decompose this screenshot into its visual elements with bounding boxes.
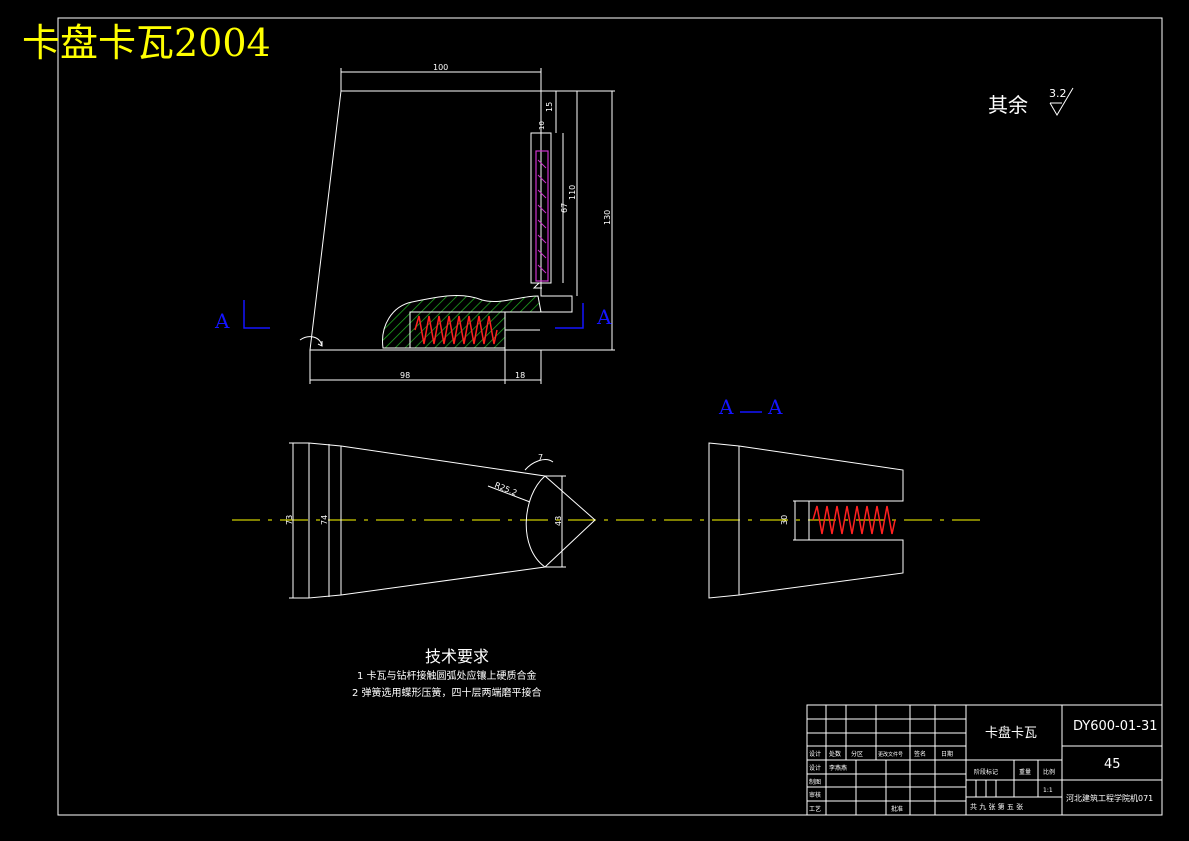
dim-67: 67: [560, 203, 569, 213]
roughness-note: 其余 3.2: [988, 87, 1074, 117]
tech-item-1: 1 卡瓦与钻杆接触圆弧处应镶上硬质合金: [357, 669, 537, 682]
tb-approve: 批准: [891, 805, 903, 813]
roughness-label: 其余: [988, 93, 1028, 117]
tb-header-4: 更改文件号: [878, 751, 903, 758]
spring-section: [812, 505, 896, 535]
tech-title: 技术要求: [425, 647, 489, 666]
spring-front: [414, 315, 498, 345]
dim-43: 43: [554, 516, 563, 526]
tb-weight-label: 重量: [1019, 768, 1031, 776]
dim-98: 98: [400, 371, 410, 380]
header-title: 卡盘卡瓦2004: [22, 21, 271, 65]
tb-material: 45: [1104, 757, 1121, 772]
roughness-value: 3.2: [1049, 87, 1067, 100]
tb-row-label-3: 审核: [809, 791, 821, 799]
tech-item-2: 2 弹簧选用蝶形压簧，四十层两端磨平接合: [352, 686, 542, 699]
section-marker-left: A: [214, 300, 270, 333]
svg-text:A: A: [596, 305, 612, 329]
svg-text:A: A: [214, 309, 230, 333]
tb-header-2: 处数: [829, 750, 841, 758]
tb-row-value-1: 李燕燕: [829, 764, 847, 772]
tb-header-6: 日期: [941, 750, 953, 758]
dim-18: 18: [515, 371, 525, 380]
dim-angle: 7: [538, 453, 543, 462]
tb-row-label-2: 制图: [809, 778, 821, 786]
tb-drawing-no: DY600-01-31: [1073, 719, 1158, 734]
tb-stage-label: 阶段标记: [974, 768, 998, 776]
tb-part-name: 卡盘卡瓦: [985, 725, 1037, 741]
dim-10: 10: [538, 121, 546, 130]
title-block: 卡盘卡瓦 DY600-01-31 45 河北建筑工程学院机071 阶段标记 重量…: [806, 704, 1163, 816]
dim-radius: R25.2: [493, 481, 518, 498]
hatched-region: [382, 295, 542, 349]
tb-header-5: 签名: [914, 750, 926, 758]
tb-header-1: 设计: [809, 750, 821, 758]
tb-row-label-1: 设计: [809, 764, 821, 772]
section-view: 30: [708, 442, 904, 599]
section-marker-right: A: [555, 303, 612, 329]
dim-74: 74: [320, 515, 329, 525]
dim-73: 73: [285, 515, 294, 525]
tb-scale: 1:1: [1043, 787, 1053, 794]
tb-sheets: 共 九 张 第 五 张: [970, 802, 1023, 811]
front-view: 100 15 10 67 110 130 98 18: [299, 63, 615, 384]
tech-requirements: 技术要求 1 卡瓦与钻杆接触圆弧处应镶上硬质合金 2 弹簧选用蝶形压簧，四十层两…: [352, 647, 542, 699]
tb-scale-label: 比例: [1043, 768, 1055, 776]
dim-130: 130: [603, 210, 612, 225]
tb-header-3: 分区: [851, 750, 863, 758]
tb-institution: 河北建筑工程学院机071: [1066, 793, 1153, 803]
dim-110: 110: [568, 185, 577, 200]
sheet-border: [57, 17, 1163, 816]
section-title: A A: [718, 395, 783, 419]
svg-text:A: A: [767, 395, 783, 419]
svg-text:A: A: [718, 395, 734, 419]
dim-15: 15: [545, 102, 554, 112]
tb-row-label-4: 工艺: [809, 805, 821, 813]
carbide-insert: [535, 150, 549, 282]
dim-30: 30: [780, 515, 789, 525]
dim-width: 100: [433, 63, 448, 72]
